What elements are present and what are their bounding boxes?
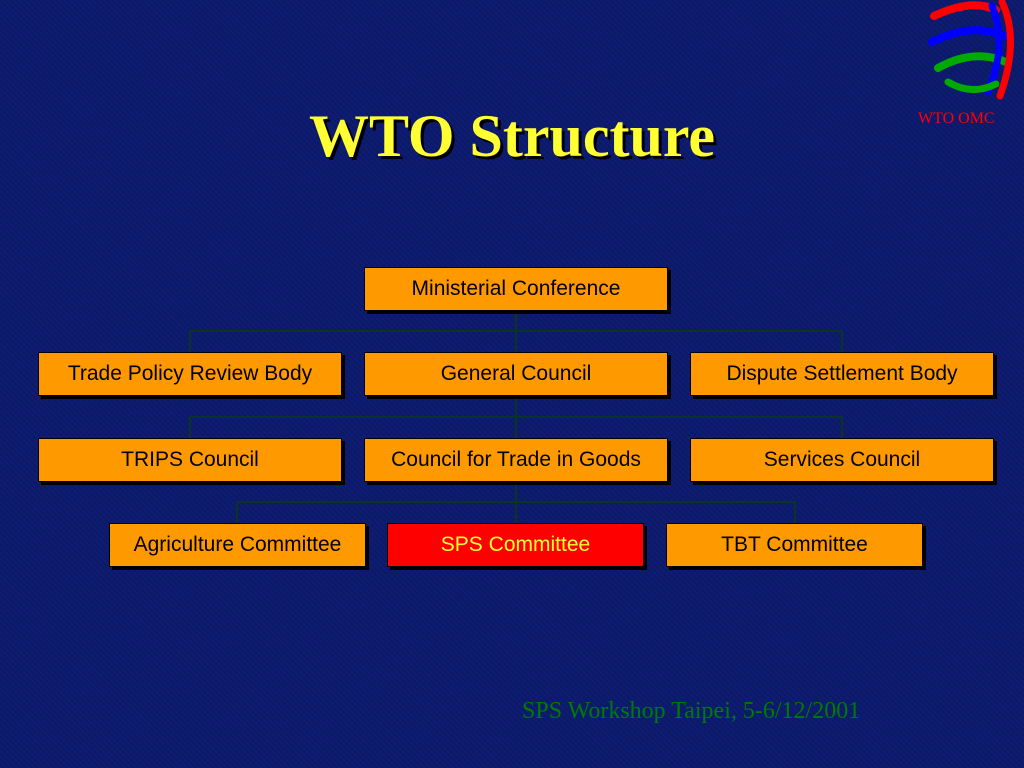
- slide-title: WTO Structure: [308, 103, 716, 169]
- box-general-council: General Council: [364, 352, 668, 396]
- wto-logo: WTO OMC: [912, 0, 1024, 132]
- wto-globe-icon: [928, 0, 1014, 100]
- logo-text: WTO OMC: [918, 110, 995, 127]
- box-sps-committee: SPS Committee: [387, 523, 644, 567]
- box-dispute-settlement-body: Dispute Settlement Body: [690, 352, 994, 396]
- box-council-for-trade-in-goods: Council for Trade in Goods: [364, 438, 668, 482]
- box-services-council: Services Council: [690, 438, 994, 482]
- box-trips-council: TRIPS Council: [38, 438, 342, 482]
- box-ministerial-conference: Ministerial Conference: [364, 267, 668, 311]
- box-tbt-committee: TBT Committee: [666, 523, 923, 567]
- slide-footer: SPS Workshop Taipei, 5-6/12/2001: [522, 698, 861, 724]
- box-agriculture-committee: Agriculture Committee: [109, 523, 366, 567]
- box-trade-policy-review-body: Trade Policy Review Body: [38, 352, 342, 396]
